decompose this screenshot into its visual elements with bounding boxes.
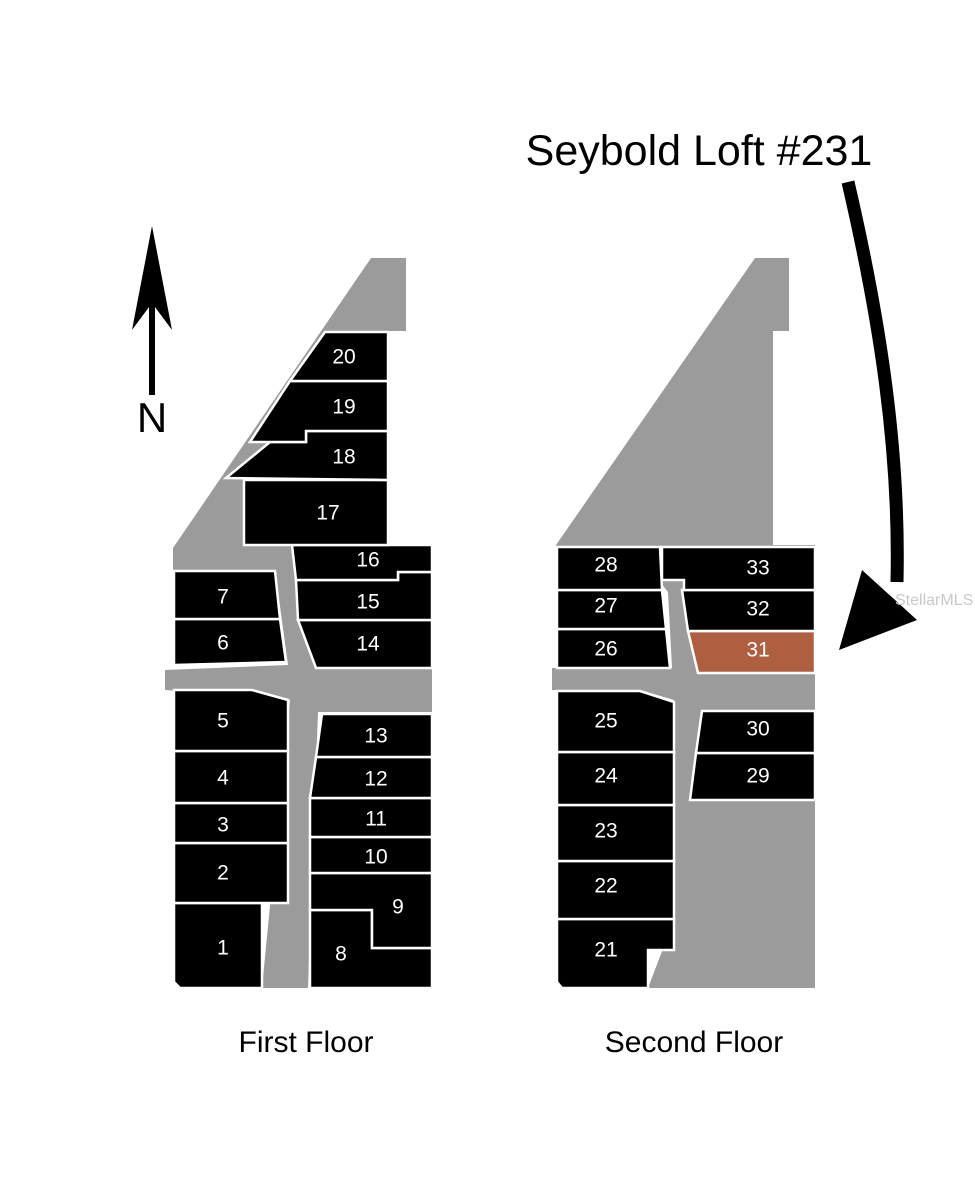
first-floor-unit-10-label: 10	[364, 846, 387, 869]
second-floor-common-area	[552, 258, 815, 988]
first-floor-unit-5-label: 5	[217, 710, 229, 733]
first-floor-unit-2-label: 2	[217, 862, 229, 885]
first-floor-unit-9-label: 9	[392, 896, 404, 919]
first-floor-unit-12-label: 12	[364, 768, 387, 791]
unit-shape[interactable]	[290, 543, 434, 582]
first-floor-label: First Floor	[239, 1026, 374, 1059]
pointer-arrow-icon	[839, 180, 917, 650]
first-floor-unit-19-label: 19	[332, 396, 355, 419]
headline: Seybold Loft #231	[526, 127, 873, 175]
second-floor-unit-25-label: 25	[594, 710, 617, 733]
first-floor-unit-20-label: 20	[332, 346, 355, 369]
first-floor-unit-18-label: 18	[332, 446, 355, 469]
first-floor-unit-11-label: 11	[365, 808, 387, 831]
unit-shape[interactable]	[172, 617, 288, 667]
unit-shape[interactable]	[314, 712, 434, 759]
second-floor-label: Second Floor	[605, 1026, 783, 1059]
first-floor-unit-17-label: 17	[316, 502, 339, 525]
unit-shape[interactable]	[555, 689, 676, 754]
second-floor-unit-24-label: 24	[594, 765, 618, 788]
second-floor-unit-29-label: 29	[746, 765, 769, 788]
unit-shape[interactable]	[555, 917, 676, 990]
first-floor-unit-14-label: 14	[356, 633, 380, 656]
unit-shape[interactable]	[694, 709, 817, 755]
first-floor-unit-16-label: 16	[356, 549, 379, 572]
first-floor-unit-3-label: 3	[217, 814, 229, 837]
unit-shape[interactable]	[172, 801, 290, 845]
second-floor-unit-32-label: 32	[746, 598, 769, 621]
unit-shape[interactable]	[555, 545, 664, 592]
second-floor-unit-30-label: 30	[746, 718, 769, 741]
second-floor-unit-31-label: 31	[746, 639, 769, 662]
second-floor-unit-21-label: 21	[594, 939, 617, 962]
first-floor-unit-1-label: 1	[217, 937, 229, 960]
second-floor-unit-26-label: 26	[594, 638, 617, 661]
north-arrow-icon	[132, 226, 172, 395]
first-floor-unit-7-label: 7	[217, 586, 229, 609]
unit-shape[interactable]	[172, 569, 282, 621]
second-floor-unit-28-label: 28	[594, 554, 617, 577]
second-floor-unit-33-label: 33	[746, 557, 769, 580]
first-floor-unit-15-label: 15	[356, 591, 379, 614]
unit-shape[interactable]	[172, 688, 290, 753]
second-floor-unit-labels: 21 22 23 24 25 26 27 28 29 30 31 32 33	[594, 554, 769, 962]
first-floor-unit-8-label: 8	[335, 943, 347, 966]
second-floor-unit-22-label: 22	[594, 875, 617, 898]
watermark: StellarMLS	[895, 592, 973, 609]
unit-shape[interactable]	[660, 545, 817, 592]
first-floor-unit-4-label: 4	[217, 767, 229, 790]
first-floor-unit-13-label: 13	[364, 725, 387, 748]
first-floor-unit-6-label: 6	[217, 632, 229, 655]
second-floor-plan: 21 22 23 24 25 26 27 28 29 30 31 32 33 Second Floor	[552, 258, 817, 1059]
unit-shape[interactable]	[172, 841, 290, 905]
unit-shape[interactable]	[172, 749, 290, 805]
second-floor-unit-27-label: 27	[594, 595, 617, 618]
north-label: N	[137, 394, 167, 441]
unit-shape[interactable]	[287, 330, 390, 383]
second-floor-unit-23-label: 23	[594, 820, 617, 843]
